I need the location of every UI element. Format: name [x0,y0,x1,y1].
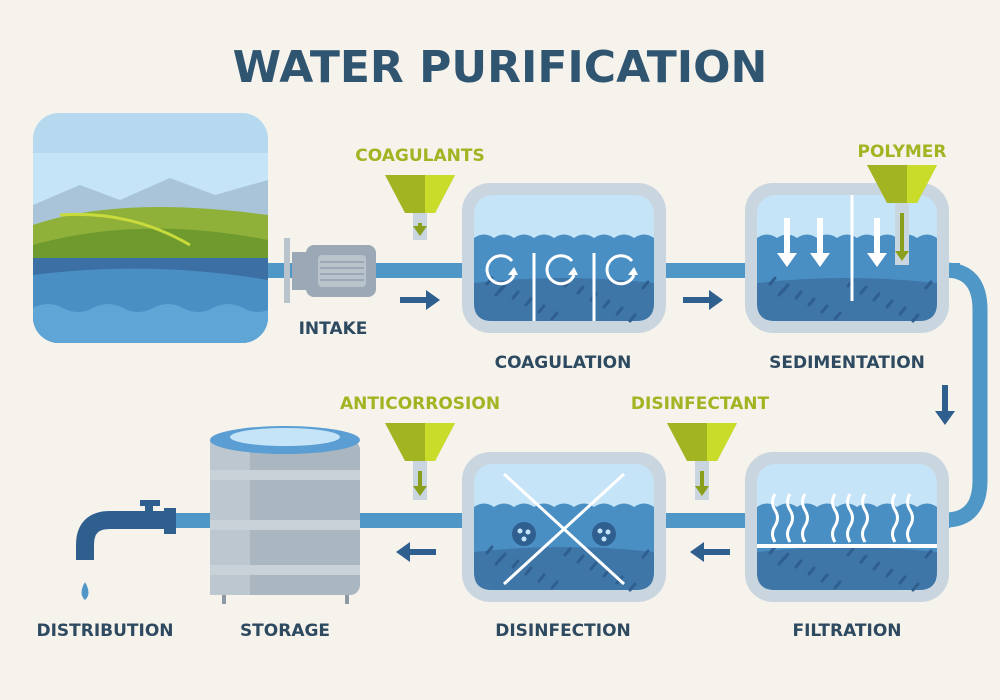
label-storage: STORAGE [240,621,330,641]
label-distribution: DISTRIBUTION [36,621,173,641]
filtration-tank [745,452,949,602]
sediment [757,278,937,321]
sediment [757,547,937,590]
germ-icon [592,522,616,546]
arrow-right-icon [400,290,440,310]
label-sedimentation: SEDIMENTATION [769,353,925,373]
filtered-stream [831,493,839,543]
coagulants-funnel [385,175,455,240]
label-coagulation: COAGULATION [495,353,632,373]
mixing-rotation-icon [485,254,518,286]
mixing-rotation-icon [605,254,638,286]
germ-icon [512,522,536,546]
disinfectant-funnel [667,423,737,500]
settling-arrow-icon [867,218,887,267]
sediment [474,278,654,321]
arrow-left-icon [396,542,436,562]
filtered-stream [786,493,794,543]
intake-pump [284,238,376,303]
mixing-rotation-icon [545,254,578,286]
settling-arrow-icon [810,218,830,267]
water-drop-icon [81,582,89,600]
disinfection-tank [462,452,666,602]
arrow-down-icon [935,385,955,425]
coagulation-tank [462,183,666,333]
label-intake: INTAKE [299,319,368,339]
filtered-stream [846,493,854,543]
label-anticorrosion: ANTICORROSION [340,394,500,414]
distribution-faucet [76,500,176,600]
arrow-right-icon [683,290,723,310]
arrow-left-icon [690,542,730,562]
label-disinfectant: DISINFECTANT [631,394,770,414]
flow-arrows [396,290,955,562]
water-source-landscape [33,113,268,343]
storage-tank [210,426,360,604]
filtered-stream [861,493,869,543]
anticorrosion-funnel [385,423,455,500]
filtered-stream [801,493,809,543]
settling-arrow-icon [777,218,797,267]
filtered-stream [771,493,779,543]
diagram-title: WATER PURIFICATION [233,42,768,93]
cross-mark [502,472,626,586]
polymer-funnel [867,165,937,265]
label-coagulants: COAGULANTS [355,146,484,166]
filtered-stream [906,493,914,543]
label-polymer: POLYMER [857,142,946,162]
sedimentation-tank [745,183,949,333]
sediment [474,547,654,590]
label-disinfection: DISINFECTION [495,621,631,641]
label-filtration: FILTRATION [792,621,901,641]
filter-membrane [757,544,937,548]
filtered-stream [891,493,899,543]
